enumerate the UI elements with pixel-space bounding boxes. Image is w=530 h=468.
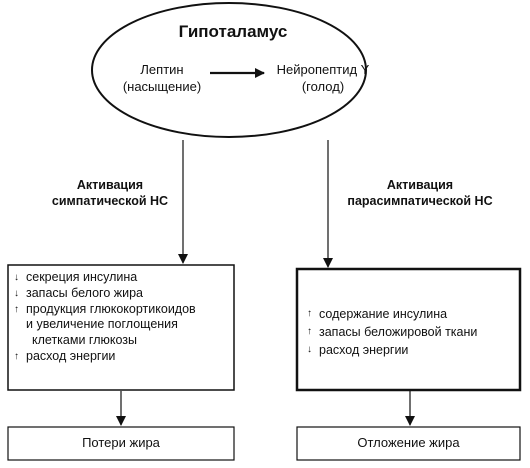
neuropeptide-label: Нейропептид Y [276, 62, 370, 77]
left-result-box [7, 426, 235, 461]
effect-text: запасы беложировой ткани [319, 325, 478, 339]
arrow-down-icon: ↓ [14, 272, 19, 283]
arrow-up-icon: ↑ [307, 326, 312, 337]
list-item: ↓ расход энергии [307, 341, 477, 359]
arrow-down-icon: ↓ [14, 287, 19, 299]
list-item: ↑ расход энергии [14, 349, 196, 365]
left-result-label: Потери жира [82, 435, 160, 450]
left-effects-box [7, 264, 235, 391]
arrow-up-icon: ↑ [307, 308, 312, 319]
neuropeptide-sub: (голод) [301, 79, 345, 94]
leptin-sub: (насыщение) [122, 79, 202, 94]
effect-text: запасы белого жира [26, 285, 144, 300]
list-item: ↑ содержание инсулина [307, 305, 477, 323]
hypothalamus-title: Гипоталамус [178, 22, 288, 41]
right-result-label: Отложение жира [357, 435, 460, 450]
arrow-up-icon: ↑ [14, 303, 19, 315]
right-result-box [296, 426, 521, 461]
right-activation-line2: парасимпатической НС [347, 194, 493, 208]
effect-text: содержание инсулина [319, 307, 448, 321]
effect-text: расход энергии [26, 348, 116, 363]
effect-text: продукция глюкокортикоидов [26, 301, 196, 316]
right-effects-box [295, 267, 522, 392]
arrow-up-icon: ↑ [14, 350, 19, 362]
list-item: ↑ продукция глюкокортикоидов и увеличени… [14, 302, 196, 349]
hypothalamus-ellipse [91, 2, 367, 138]
arrow-down-icon: ↓ [307, 344, 312, 355]
leptin-label: Лептин [140, 62, 184, 77]
effect-text: секреция инсулина [26, 270, 138, 284]
right-effects-list: ↑ содержание инсулина ↑ запасы беложиров… [307, 305, 477, 359]
list-item: ↓ запасы белого жира [14, 286, 196, 302]
left-effects-list: ↓ секреция инсулина ↓ запасы белого жира… [14, 270, 196, 365]
effect-text: расход энергии [319, 343, 409, 357]
effect-text-continued: и увеличение поглощения [26, 317, 178, 332]
effect-text-continued: клетками глюкозы [32, 333, 137, 348]
list-item: ↓ секреция инсулина [14, 270, 196, 286]
list-item: ↑ запасы беложировой ткани [307, 323, 477, 341]
right-activation-line1: Активация [386, 178, 454, 192]
left-activation-line1: Активация [76, 178, 144, 192]
left-activation-line2: симпатической НС [51, 194, 169, 208]
